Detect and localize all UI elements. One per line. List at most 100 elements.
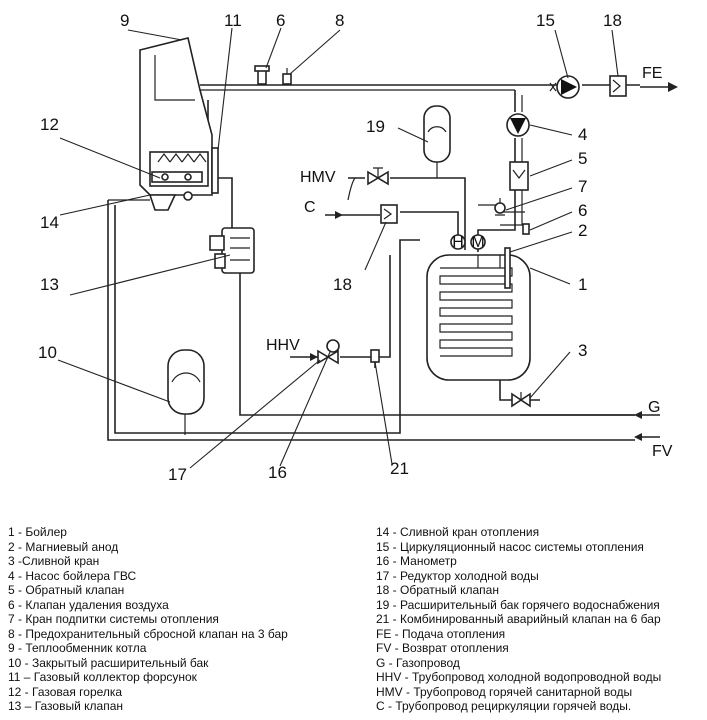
legend-item: 6 - Клапан удаления воздуха	[8, 597, 169, 612]
check-valve-18	[380, 204, 398, 224]
legend-item: 15 - Циркуляционный насос системы отопле…	[376, 539, 644, 554]
coil-ports	[477, 255, 501, 268]
legend-item: 3 -Сливной кран	[8, 554, 100, 568]
drain-cock	[511, 392, 531, 408]
legend-item: 7 - Кран подпитки системы отопления	[8, 612, 219, 626]
code-g: G	[648, 399, 660, 416]
leader-lines	[57, 27, 619, 469]
drain-valve-knob	[183, 191, 193, 201]
legend-item: 4 - Насос бойлера ГВС	[8, 568, 137, 583]
legend-item: FE - Подача отопления	[376, 626, 506, 641]
callout-16: 16	[268, 463, 287, 482]
burner-flames	[157, 153, 207, 163]
hhv-arrowhead	[310, 353, 318, 361]
dhw-pump	[506, 113, 530, 137]
gas-valve	[209, 227, 255, 274]
callout-7: 7	[578, 177, 587, 196]
check-valve-18-mark	[383, 208, 393, 220]
check-valve-18-top	[609, 75, 627, 97]
sensor-m	[470, 234, 486, 250]
callout-3: 3	[578, 341, 587, 360]
legend-item: 13 – Газовый клапан	[8, 699, 123, 713]
legend-item: 2 - Магниевый анод	[8, 539, 119, 554]
legend-item: 21 - Комбинированный аварийный клапан на…	[376, 612, 661, 626]
nozzle-manifold	[151, 171, 203, 183]
hmv-valve	[367, 167, 389, 186]
sensor-h-label: H	[452, 234, 464, 251]
callout-8: 8	[335, 11, 344, 30]
hmv-pipe	[348, 177, 466, 250]
code-hmv: HMV	[300, 169, 336, 186]
return-line	[107, 200, 635, 441]
hmv-curl	[347, 177, 356, 201]
combined-safety-valve	[370, 349, 380, 363]
callout-15: 15	[536, 11, 555, 30]
air-vent-valve-2	[522, 223, 530, 235]
legend-item: 8 - Предохранительный сбросной клапан на…	[8, 626, 288, 641]
callout-19: 19	[366, 117, 385, 136]
legend-item: 10 - Закрытый расширительный бак	[8, 655, 209, 670]
code-fe: FE	[642, 65, 662, 82]
callout-13: 13	[40, 275, 59, 294]
legend-item: 14 - Сливной кран отопления	[376, 525, 540, 539]
c-pipe	[325, 211, 459, 236]
gas-line	[239, 262, 635, 416]
callout-10: 10	[38, 343, 57, 362]
callout-12: 12	[40, 115, 59, 134]
code-hhv: HHV	[266, 337, 300, 354]
legend-item: 9 - Теплообменник котла	[8, 641, 147, 655]
tank10-membrane	[171, 372, 201, 383]
magnesium-anode	[504, 247, 511, 289]
sensor-h	[450, 234, 466, 250]
callout-2: 2	[578, 221, 587, 240]
callout-6-top: 6	[276, 11, 285, 30]
cold-water-reducer	[317, 349, 339, 365]
nozzle-2	[184, 173, 192, 181]
heating-circulation-pump	[549, 75, 580, 99]
code-fv: FV	[652, 443, 673, 460]
check-valve-5	[509, 161, 529, 191]
legend-item: FV - Возврат отопления	[376, 641, 509, 655]
check-valve-18-top-mark	[612, 79, 621, 93]
legend-item: 18 - Обратный клапан	[376, 583, 499, 597]
callout-21: 21	[390, 459, 409, 478]
sensor-m-label: M	[471, 234, 484, 251]
legend-item: HMV - Трубопровод горячей санитарной вод…	[376, 684, 633, 699]
callout-1: 1	[578, 275, 587, 294]
g-arrowhead	[634, 411, 642, 419]
legend: 1 - Бойлер 2 - Магниевый анод 3 -Сливной…	[0, 525, 707, 720]
hot-water-expansion-tank	[423, 105, 451, 163]
nozzle	[161, 173, 169, 181]
legend-item: C - Трубопровод рециркуляции горячей вод…	[376, 699, 632, 713]
boiler-tank	[426, 254, 531, 381]
callout-11: 11	[224, 11, 242, 30]
heat-exchanger-inner	[154, 55, 195, 101]
callout-18: 18	[333, 275, 352, 294]
callout-17: 17	[168, 465, 187, 484]
tank19-membrane	[427, 126, 447, 133]
coil-supply-pipe-inner	[500, 95, 523, 226]
closed-expansion-tank	[167, 349, 205, 415]
air-vent-valve	[254, 65, 270, 85]
fv-arrowhead	[634, 433, 642, 441]
callout-14: 14	[40, 213, 59, 232]
legend-item: 12 - Газовая горелка	[8, 684, 123, 699]
legend-left-column: 1 - Бойлер 2 - Магниевый анод 3 -Сливной…	[8, 525, 288, 714]
legend-item: 1 - Бойлер	[8, 525, 67, 539]
legend-right-column: 14 - Сливной кран отопления 15 - Циркуля…	[376, 525, 661, 714]
gas-collector	[211, 147, 219, 194]
legend-item: 19 - Расширительный бак горячего водосна…	[376, 597, 660, 612]
legend-item: 5 - Обратный клапан	[8, 583, 125, 597]
drain-pipe	[499, 380, 540, 401]
fe-arrowhead	[668, 82, 678, 92]
c-arrowhead	[335, 211, 343, 219]
callout-9: 9	[120, 11, 129, 30]
legend-item: 11 – Газовый коллектор форсунок	[8, 670, 197, 684]
code-c: C	[304, 199, 316, 216]
legend-item: G - Газопровод	[376, 655, 460, 670]
safety-valve	[282, 68, 292, 85]
legend-item: 16 - Манометр	[376, 554, 457, 568]
callout-4: 4	[578, 125, 587, 144]
check-valve-5-mark	[512, 169, 526, 179]
legend-item: 17 - Редуктор холодной воды	[376, 568, 539, 583]
